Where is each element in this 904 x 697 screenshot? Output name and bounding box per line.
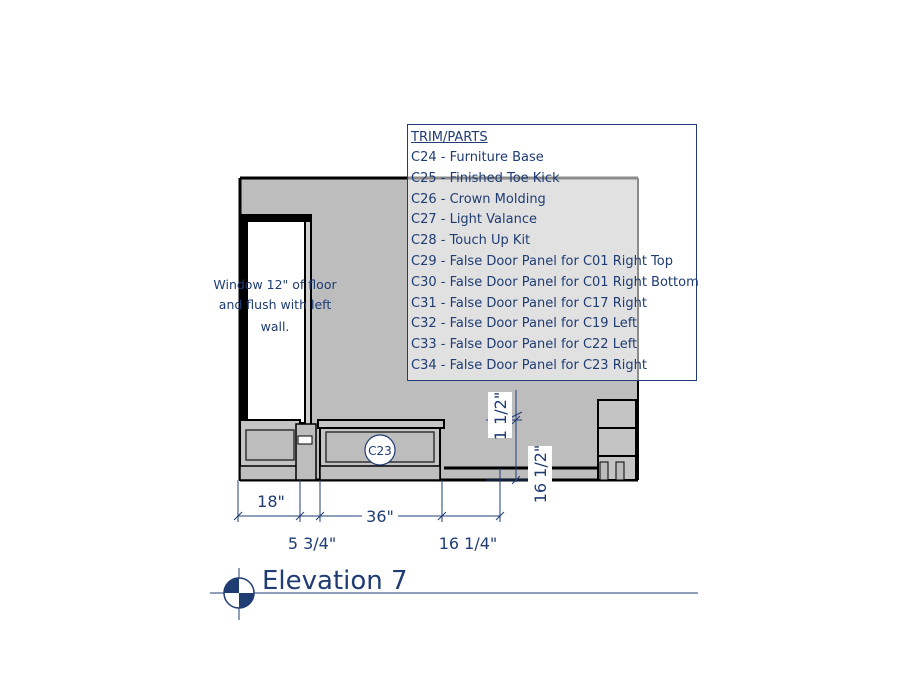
legend-item: C27 - Light Valance xyxy=(411,212,537,228)
cabinet-tag-label: C23 xyxy=(368,444,392,458)
legend-item: C31 - False Door Panel for C17 Right xyxy=(411,295,647,311)
dim-36: 36" xyxy=(366,507,394,526)
legend-item: C33 - False Door Panel for C22 Left xyxy=(411,337,638,353)
dim-16-1-4: 16 1/4" xyxy=(439,534,498,553)
dim-16-1-2: 16 1/2" xyxy=(531,445,550,504)
legend-item: C32 - False Door Panel for C19 Left xyxy=(411,316,638,332)
dim-16-1-2-bg xyxy=(528,446,552,504)
legend-item: C28 - Touch Up Kit xyxy=(411,233,531,249)
legend-item: C29 - False Door Panel for C01 Right Top xyxy=(411,253,673,269)
note-line-2: and flush with left xyxy=(219,297,332,312)
elevation-title: Elevation 7 xyxy=(262,566,408,596)
dim-1-1-2-bg xyxy=(488,392,512,438)
filler-detail xyxy=(297,435,313,445)
window-note: Window 12" of floor and flush with left … xyxy=(213,277,337,334)
filler-panel xyxy=(295,423,317,481)
dim-1-1-2: 1 1/2" xyxy=(491,392,510,440)
dim-36-bg xyxy=(362,506,398,526)
dim-5-3-4: 5 3/4" xyxy=(288,534,336,553)
dim-18: 18" xyxy=(257,492,285,511)
legend-item: C34 - False Door Panel for C23 Right xyxy=(411,357,647,373)
legend-item: C24 - Furniture Base xyxy=(411,150,544,165)
base-cabinet-right xyxy=(597,399,637,481)
legend-heading: TRIM/PARTS xyxy=(411,130,488,145)
cabinet-tag-circle xyxy=(364,434,396,466)
legend-item: C30 - False Door Panel for C01 Right Bot… xyxy=(411,274,699,290)
note-line-1: Window 12" of floor xyxy=(213,277,337,292)
elevation-marker xyxy=(210,568,698,620)
window xyxy=(240,214,312,434)
legend-item: C25 - Finished Toe Kick xyxy=(411,170,560,186)
note-line-3: wall. xyxy=(261,319,290,334)
base-cabinet-left xyxy=(239,419,301,481)
legend-item: C26 - Crown Molding xyxy=(411,191,546,207)
trim-parts-legend: TRIM/PARTS C24 - Furniture Base C25 - Fi… xyxy=(407,124,699,381)
